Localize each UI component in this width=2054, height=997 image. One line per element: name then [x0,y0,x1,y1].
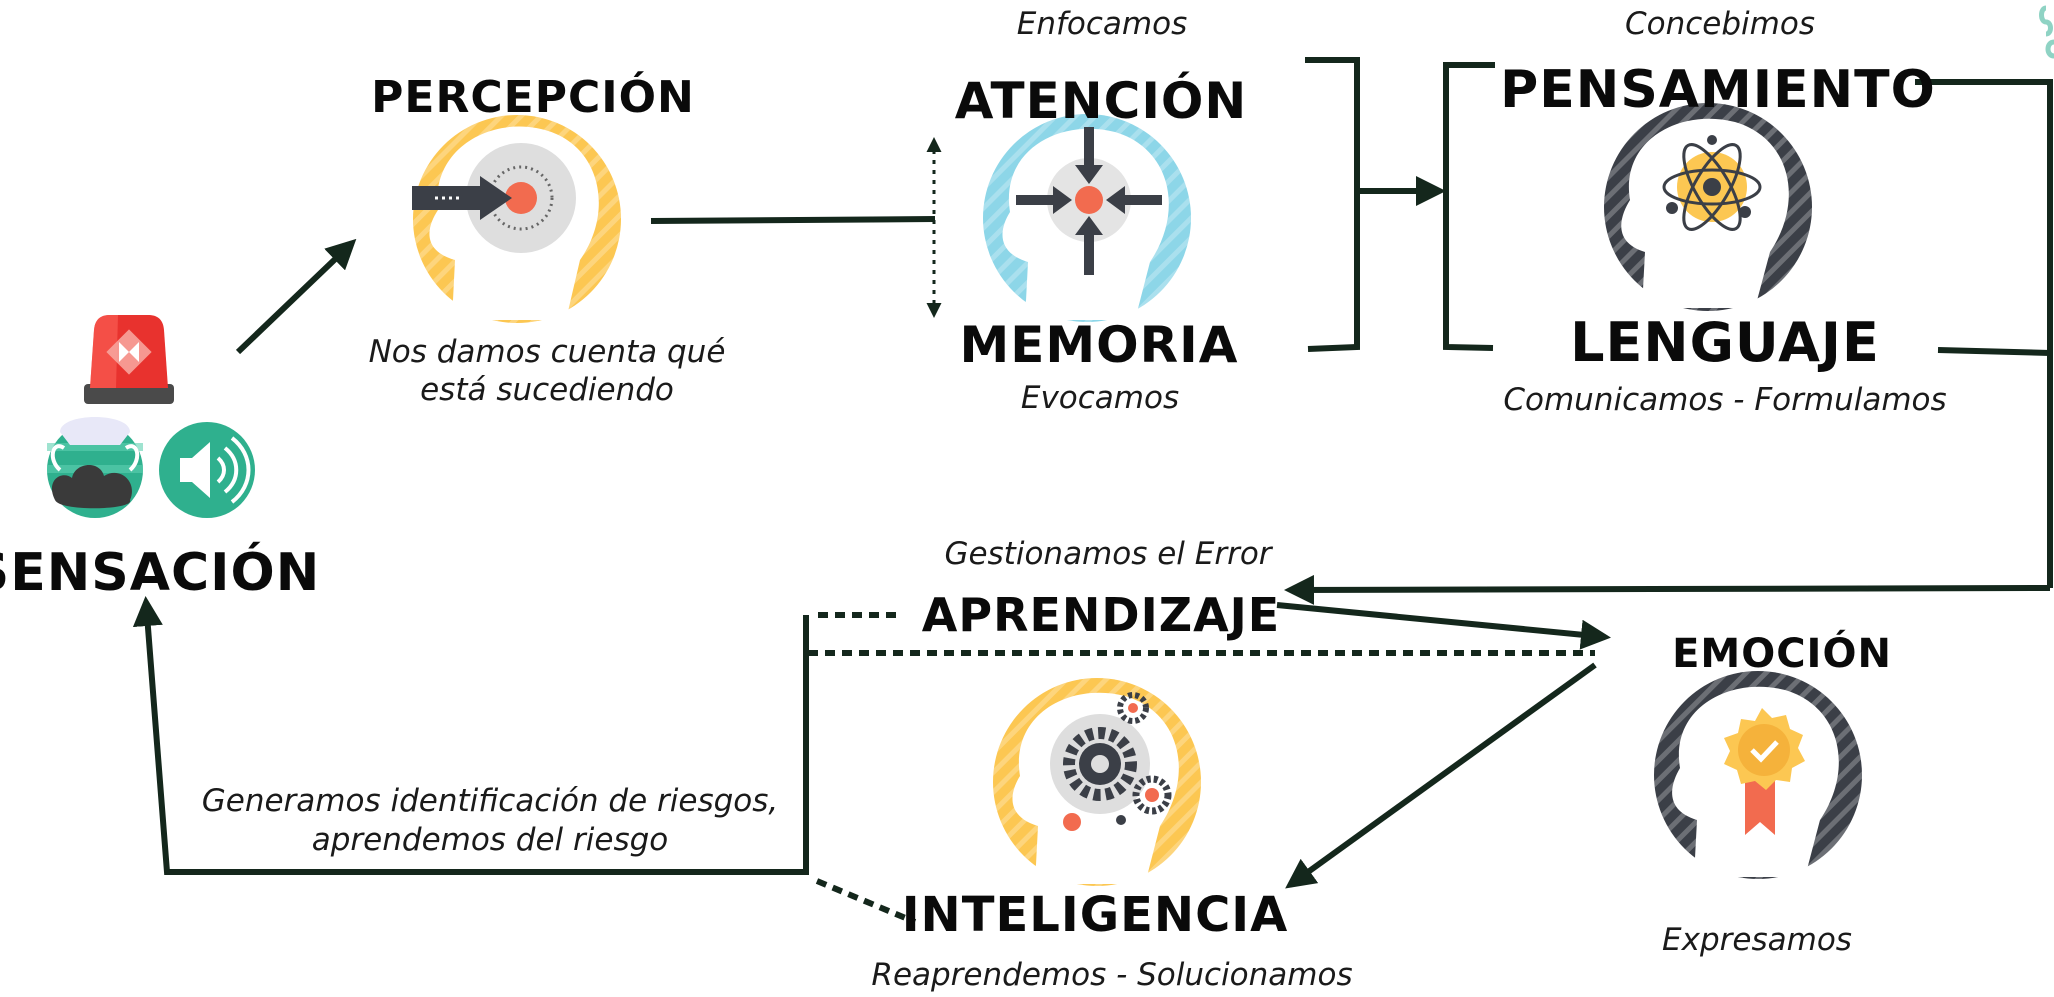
perception-desc-line1: Nos damos cuenta qué [368,334,726,370]
node-title-memoria: MEMORIA [959,316,1239,374]
learning-head-icon [993,678,1201,886]
learning-caption: Gestionamos el Error [944,536,1272,572]
language-caption: Comunicamos - Formulamos [1503,382,1947,418]
thinking-caption: Concebimos [1625,6,1815,42]
line-perception-to-attention [650,216,936,224]
memory-caption: Evocamos [1020,380,1180,416]
perception-head-icon [412,115,621,323]
node-title-percepcion: PERCEPCIÓN [371,72,695,123]
bracket-thinking-language [1443,62,1495,351]
arrow-sensation-to-perception [235,238,357,355]
arrow-learning-to-emotion [1276,602,1611,650]
dotted-to-intelligence [815,878,917,925]
emotion-caption: Expresamos [1662,922,1852,958]
speaker-icon [159,422,255,518]
node-title-aprendizaje: APRENDIZAJE [921,588,1281,642]
feedback-caption-line2: aprendemos del riesgo [311,822,669,858]
thinking-head-icon [1604,103,1812,311]
line-thinking-right [1915,79,2053,588]
intelligence-caption: Reaprendemos - Solucionamos [871,957,1353,993]
bracket-attention-memory [1305,57,1360,352]
feedback-line [132,596,809,875]
smoke-detector-icon [47,417,143,518]
node-title-atencion: ATENCIÓN [954,72,1248,130]
node-title-emocion: EMOCIÓN [1672,631,1892,677]
arrow-emotion-to-intelligence [1285,662,1597,889]
attention-caption: Enfocamos [1016,6,1188,42]
node-title-lenguaje: LENGUAJE [1570,311,1880,374]
perception-desc-line2: está sucediendo [420,372,674,408]
node-title-pensamiento: PENSAMIENTO [1500,60,1936,120]
feedback-caption-line1: Generamos identificación de riesgos, [201,783,779,819]
arrow-to-learning [1284,574,2051,605]
connectors [132,57,2053,925]
partial-logo-mark [2039,5,2054,59]
node-title-inteligencia: INTELIGENCIA [901,887,1289,943]
emotion-head-icon [1654,671,1862,879]
line-language-right [1937,347,2051,356]
node-title-sensacion: SENSACIÓN [0,543,321,603]
siren-icon [84,315,174,404]
attention-head-icon [983,114,1191,322]
